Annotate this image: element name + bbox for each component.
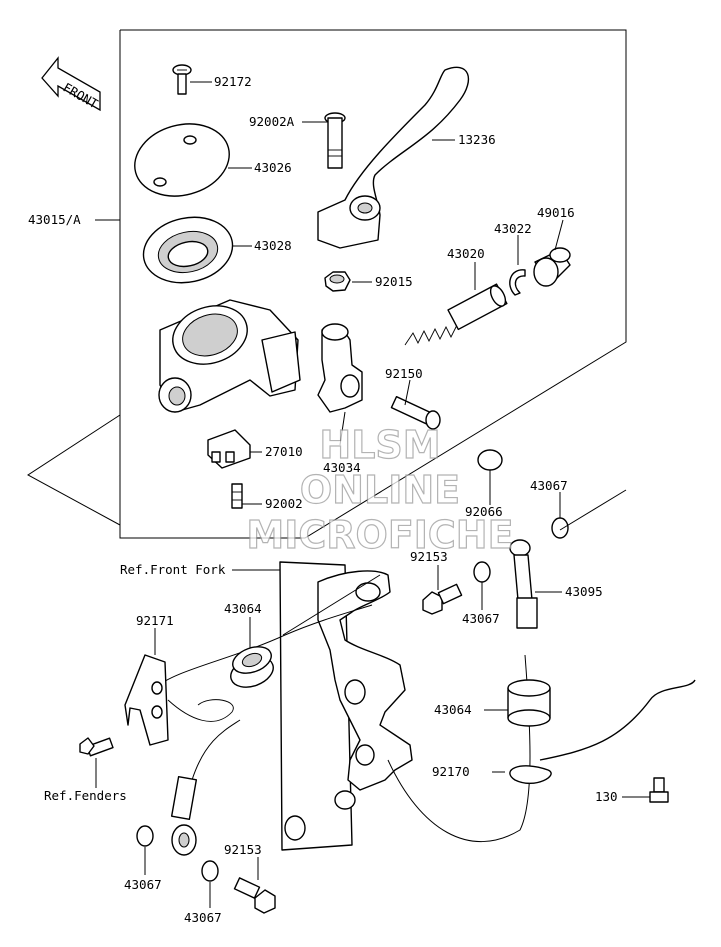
screw-92172 (172, 64, 192, 95)
banjo-bolt-92153-lower (233, 877, 276, 914)
watermark: HLSM ONLINE MICROFICHE (246, 422, 514, 557)
callout-43064-a: 43064 (224, 601, 262, 616)
reservoir-cap-43026 (134, 123, 230, 197)
callout-92171: 92171 (136, 613, 174, 628)
washer-43067-d (201, 860, 219, 882)
washer-43067-b (473, 561, 491, 583)
callout-13236: 13236 (458, 132, 496, 147)
callout-27010: 27010 (265, 444, 303, 459)
piston-kit-43020 (404, 283, 508, 346)
bolt-130 (649, 777, 669, 803)
banjo-bolt-92153-upper (422, 583, 463, 615)
callout-92066: 92066 (465, 504, 503, 519)
front-fork (279, 561, 413, 851)
callout-43034: 43034 (323, 460, 361, 475)
callout-130: 130 (595, 789, 618, 804)
washer-43067-a (551, 517, 569, 539)
banjo-fitting-lower (170, 776, 198, 856)
watermark-line-2: ONLINE (300, 468, 460, 512)
callout-92172: 92172 (214, 74, 252, 89)
clamp-92170 (509, 679, 696, 785)
callout-92153-b: 92153 (224, 842, 262, 857)
bracket-92171 (124, 654, 234, 746)
ref-front-fork-label: Ref.Front Fork (120, 562, 226, 577)
ref-fenders-label: Ref.Fenders (44, 788, 127, 803)
bolt-92150 (390, 395, 441, 430)
cap-92066 (477, 449, 503, 471)
diaphragm-43028 (142, 216, 234, 284)
callout-43067-d: 43067 (184, 910, 222, 925)
bolt-fenders (79, 737, 114, 757)
leader-lines (95, 81, 650, 908)
callout-43067-c: 43067 (124, 877, 162, 892)
nut-92015 (324, 271, 351, 292)
callout-43015A: 43015/A (28, 212, 81, 227)
boot-49016 (533, 247, 571, 287)
assembly-box-pointer (27, 414, 121, 526)
switch-27010 (207, 429, 251, 469)
callout-43020: 43020 (447, 246, 485, 261)
callout-92015: 92015 (375, 274, 413, 289)
clamp-43034 (317, 323, 363, 413)
lower-hose (191, 719, 241, 781)
callout-92150: 92150 (385, 366, 423, 381)
watermark-line-3: MICROFICHE (246, 513, 513, 557)
callout-43064-b: 43064 (434, 702, 472, 717)
callout-92153-a: 92153 (410, 549, 448, 564)
callout-43095: 43095 (565, 584, 603, 599)
watermark-line-1: HLSM (319, 423, 440, 467)
callout-43067-a: 43067 (530, 478, 568, 493)
master-cylinder-body (158, 299, 301, 413)
front-arrow-icon: FRONT (41, 56, 101, 112)
assembly-box (119, 29, 627, 539)
callout-43026: 43026 (254, 160, 292, 175)
callout-43067-b: 43067 (462, 611, 500, 626)
callout-92170: 92170 (432, 764, 470, 779)
grommet-43064-right (507, 679, 551, 727)
pivot-bolt-92002A (324, 112, 346, 169)
callout-92002: 92002 (265, 496, 303, 511)
grommet-43064-left (230, 646, 274, 688)
hose-fitting-43095 (509, 539, 538, 629)
callout-92002A: 92002A (249, 114, 295, 129)
brake-lever-13236 (317, 66, 470, 249)
callout-49016: 49016 (537, 205, 575, 220)
washer-43067-c (136, 825, 154, 847)
circlip-43022 (509, 269, 526, 296)
callout-43022: 43022 (494, 221, 532, 236)
screw-92002 (231, 483, 243, 509)
callout-43028: 43028 (254, 238, 292, 253)
